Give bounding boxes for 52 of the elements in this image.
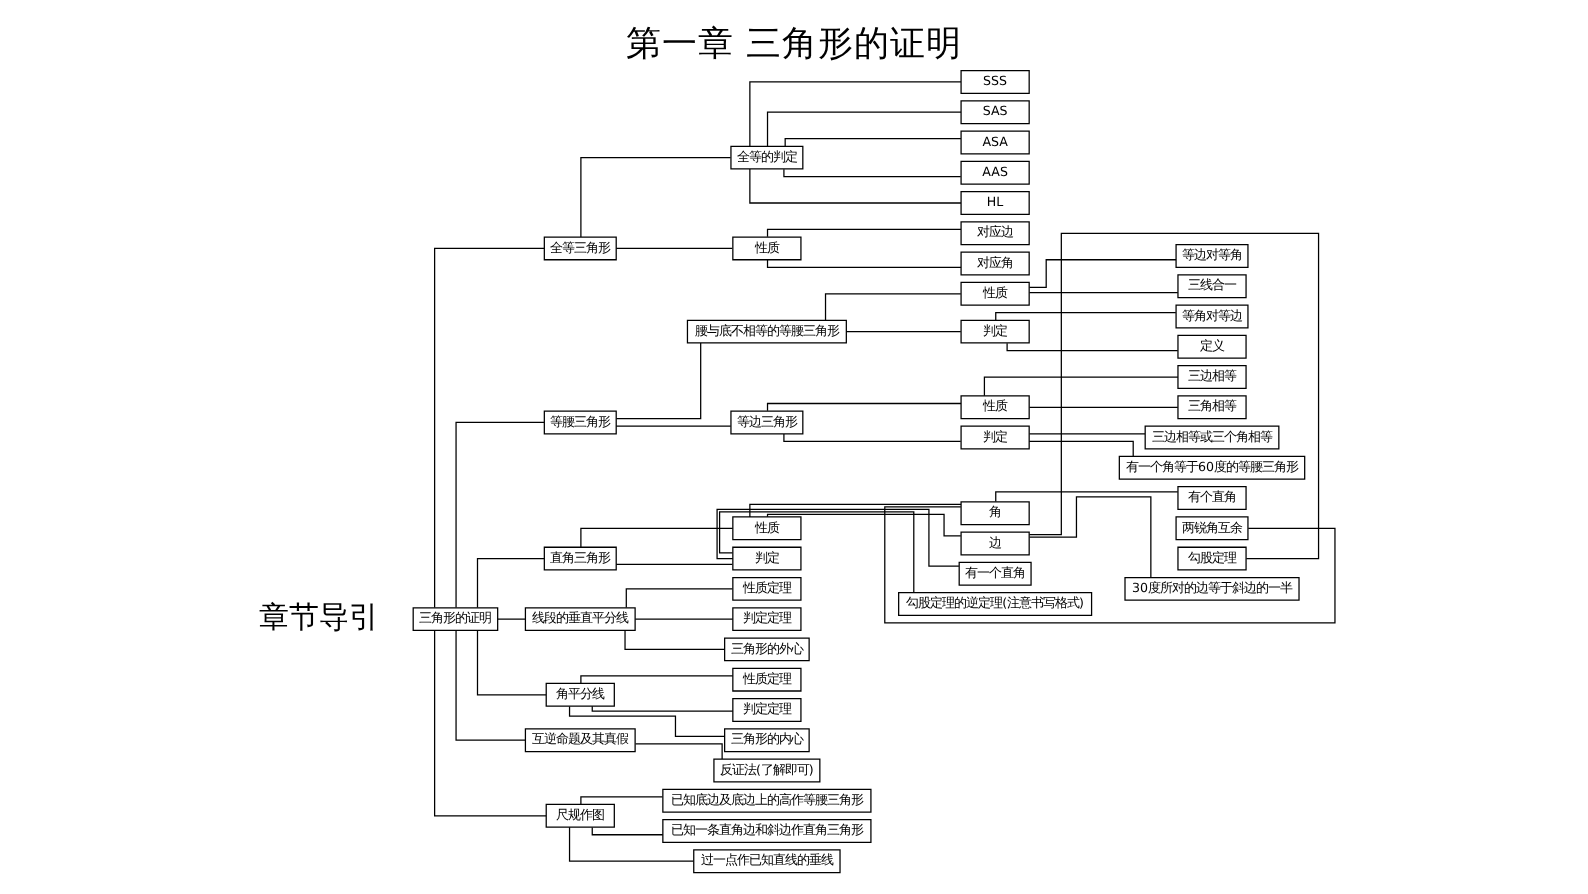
connector xyxy=(845,331,962,333)
connector xyxy=(766,402,962,412)
connector xyxy=(476,557,545,609)
connector xyxy=(1028,433,1146,435)
connector xyxy=(766,259,962,268)
connector xyxy=(784,138,962,147)
diagram-title: 第一章 三角形的证明 xyxy=(626,24,962,65)
connector xyxy=(580,796,664,805)
connector xyxy=(615,342,702,420)
connector xyxy=(766,228,962,238)
connector xyxy=(591,705,734,712)
connector xyxy=(1028,259,1177,289)
connector xyxy=(983,376,1179,397)
connector xyxy=(716,508,960,567)
connector xyxy=(1028,440,1134,458)
connector xyxy=(615,247,733,250)
connector xyxy=(824,293,962,321)
connector xyxy=(995,312,1177,321)
connector xyxy=(568,705,725,737)
connector xyxy=(434,247,545,609)
connector xyxy=(615,563,733,565)
connector xyxy=(749,503,962,518)
connector xyxy=(1028,496,1152,578)
connector xyxy=(634,743,723,760)
connector xyxy=(1028,232,1320,560)
connector xyxy=(766,111,962,147)
connector xyxy=(455,630,526,741)
connector xyxy=(497,618,526,620)
connector xyxy=(615,425,732,427)
connector xyxy=(580,157,732,238)
connector xyxy=(434,630,547,817)
connector xyxy=(591,826,664,836)
connector xyxy=(580,675,734,684)
connector xyxy=(455,421,545,609)
connector xyxy=(783,433,962,442)
connector xyxy=(884,506,1336,624)
connector xyxy=(624,630,725,650)
connector xyxy=(718,511,915,593)
connector xyxy=(1028,291,1179,294)
connector xyxy=(634,618,734,620)
label: 章节导引 xyxy=(259,598,380,635)
connector xyxy=(580,527,734,548)
connector xyxy=(476,630,547,696)
connector xyxy=(749,81,962,147)
connector xyxy=(783,168,962,178)
connector xyxy=(995,491,1179,503)
connector xyxy=(1028,406,1179,408)
connector xyxy=(568,826,695,862)
connector xyxy=(1006,342,1179,352)
connector xyxy=(749,168,962,204)
connector xyxy=(625,588,734,609)
connector xyxy=(766,513,962,537)
